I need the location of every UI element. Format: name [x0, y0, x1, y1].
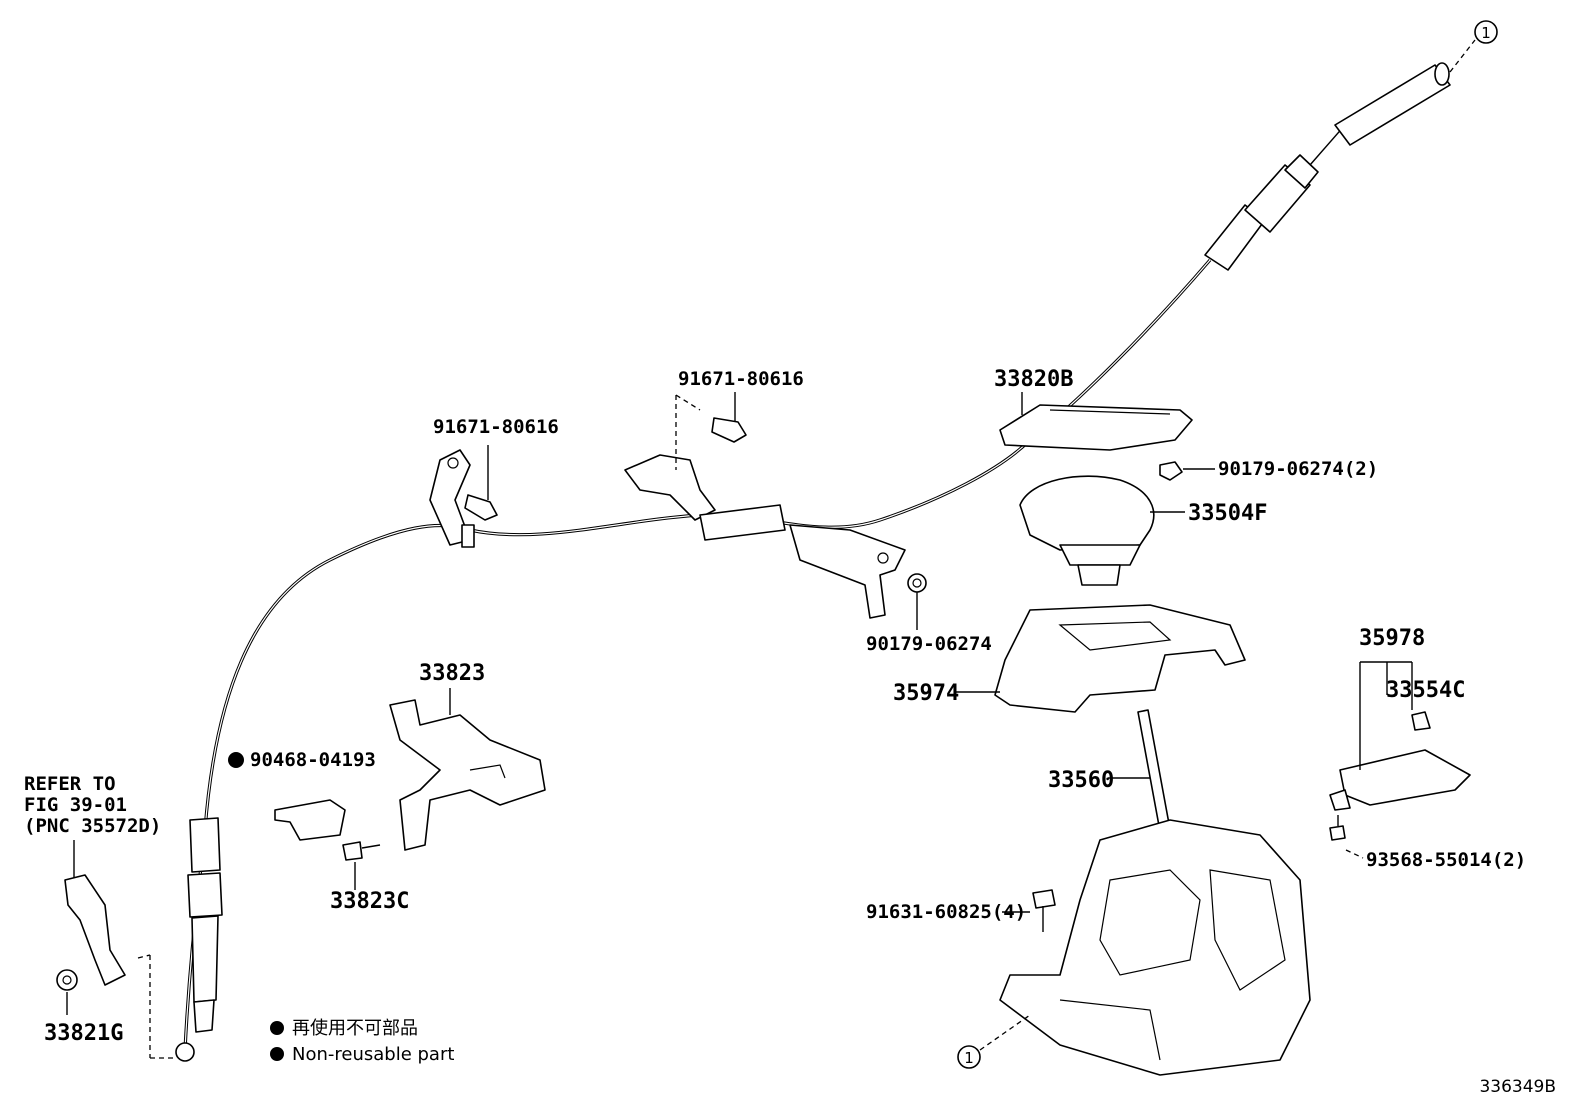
- label-90179-06274: 90179-06274: [866, 633, 992, 655]
- cable-bracket-left: [429, 449, 475, 548]
- refer-line-3: (PNC 35572D): [24, 815, 161, 837]
- legend-dot-jp: [270, 1021, 284, 1035]
- label-90179-06274-2: 90179-06274(2): [1218, 458, 1378, 480]
- label-33554C: 33554C: [1386, 678, 1465, 703]
- label-93568: 93568-55014(2): [1366, 849, 1526, 871]
- part-35974: [955, 604, 1246, 713]
- cable-end-lower: [137, 817, 223, 1062]
- ref-marker-top: 1: [1474, 20, 1498, 44]
- label-35974: 35974: [893, 681, 959, 706]
- clip-90468-icon: [274, 799, 346, 841]
- label-35978: 35978: [1359, 626, 1425, 651]
- clip-33554C-icon: [1411, 711, 1431, 731]
- svg-text:1: 1: [1481, 24, 1491, 42]
- refer-line-1: REFER TO: [24, 773, 116, 795]
- bolt-33823C-icon: [342, 841, 381, 890]
- legend-jp: 再使用不可部品: [292, 1018, 418, 1039]
- nut-90179-06274-icon: [907, 573, 927, 630]
- bolt-91671-a-icon: [464, 445, 498, 521]
- nut-90179-06274-2-icon: [1159, 461, 1215, 481]
- label-33820B: 33820B: [994, 367, 1073, 392]
- label-91671-b: 91671-80616: [678, 368, 804, 390]
- non-reusable-dot-90468: [228, 752, 244, 768]
- svg-text:1: 1: [964, 1049, 974, 1067]
- bolt-91631-icon: [1002, 889, 1056, 932]
- legend-en: Non-reusable part: [292, 1044, 454, 1065]
- label-33560: 33560: [1048, 768, 1114, 793]
- shift-cable: [183, 258, 1212, 1051]
- legend-dot-en: [270, 1047, 284, 1061]
- part-33560: [979, 709, 1311, 1076]
- label-33823: 33823: [419, 661, 485, 686]
- ref-marker-bottom: 1: [957, 1045, 981, 1069]
- label-33823C: 33823C: [330, 889, 409, 914]
- label-91671-a: 91671-80616: [433, 416, 559, 438]
- screw-93568-icon: [1329, 815, 1364, 859]
- bolt-91671-b-icon: [711, 392, 747, 443]
- cable-bracket-mid: [624, 394, 786, 541]
- part-35978: [1329, 661, 1471, 811]
- label-90468: 90468-04193: [250, 749, 376, 771]
- part-33823: [389, 688, 546, 851]
- label-91631: 91631-60825(4): [866, 901, 1026, 923]
- part-lower-left-joint: [64, 840, 126, 986]
- figure-id: 336349B: [1479, 1077, 1556, 1097]
- nut-33821G-icon: [56, 969, 78, 1015]
- part-33504F: [1019, 475, 1185, 586]
- label-33504F: 33504F: [1188, 501, 1267, 526]
- refer-line-2: FIG 39-01: [24, 794, 127, 816]
- label-33821G: 33821G: [44, 1021, 123, 1046]
- part-33820B: [999, 392, 1193, 451]
- cable-bracket-right: [789, 524, 906, 619]
- cable-end-upper: [1204, 39, 1476, 271]
